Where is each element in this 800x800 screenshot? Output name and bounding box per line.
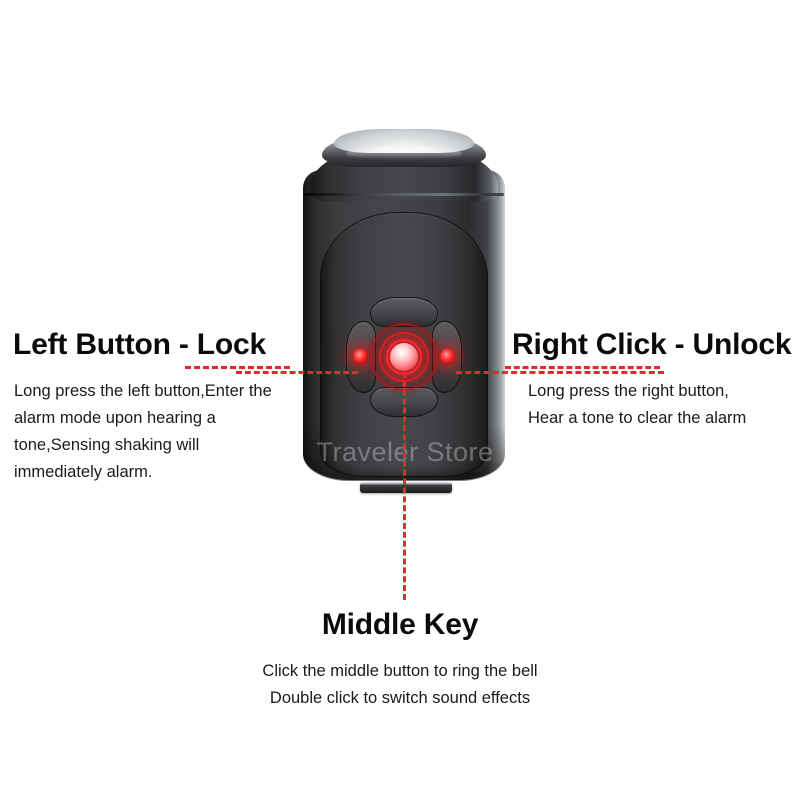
left-heading-underline [185,366,290,369]
device-cap-seam [304,193,504,196]
right-callout-description: Long press the right button, Hear a tone… [528,378,798,432]
right-heading-underline [505,366,660,369]
left-callout-connector [236,371,358,374]
right-callout-connector [456,371,664,374]
left-button-led-indicator [353,349,368,364]
right-button-led-indicator [440,349,455,364]
left-callout-heading: Left Button - Lock [13,328,267,361]
device-mount-tab [360,482,452,493]
middle-callout-line-1: Click the middle button to ring the bell [262,662,538,680]
device-cap-highlight [346,147,462,160]
left-callout-description: Long press the left button,Enter the ala… [14,382,272,481]
middle-callout-line-2: Double click to switch sound effects [269,689,531,707]
right-callout-line-1: Long press the right button, [528,382,729,400]
right-callout-heading: Right Click - Unlock [512,328,792,361]
middle-callout-heading: Middle Key [321,608,479,641]
middle-callout-connector [403,372,406,600]
middle-callout-description: Click the middle button to ring the bell… [0,658,800,712]
right-callout-line-2: Hear a tone to clear the alarm [528,409,747,427]
middle-key-button[interactable] [390,343,418,371]
